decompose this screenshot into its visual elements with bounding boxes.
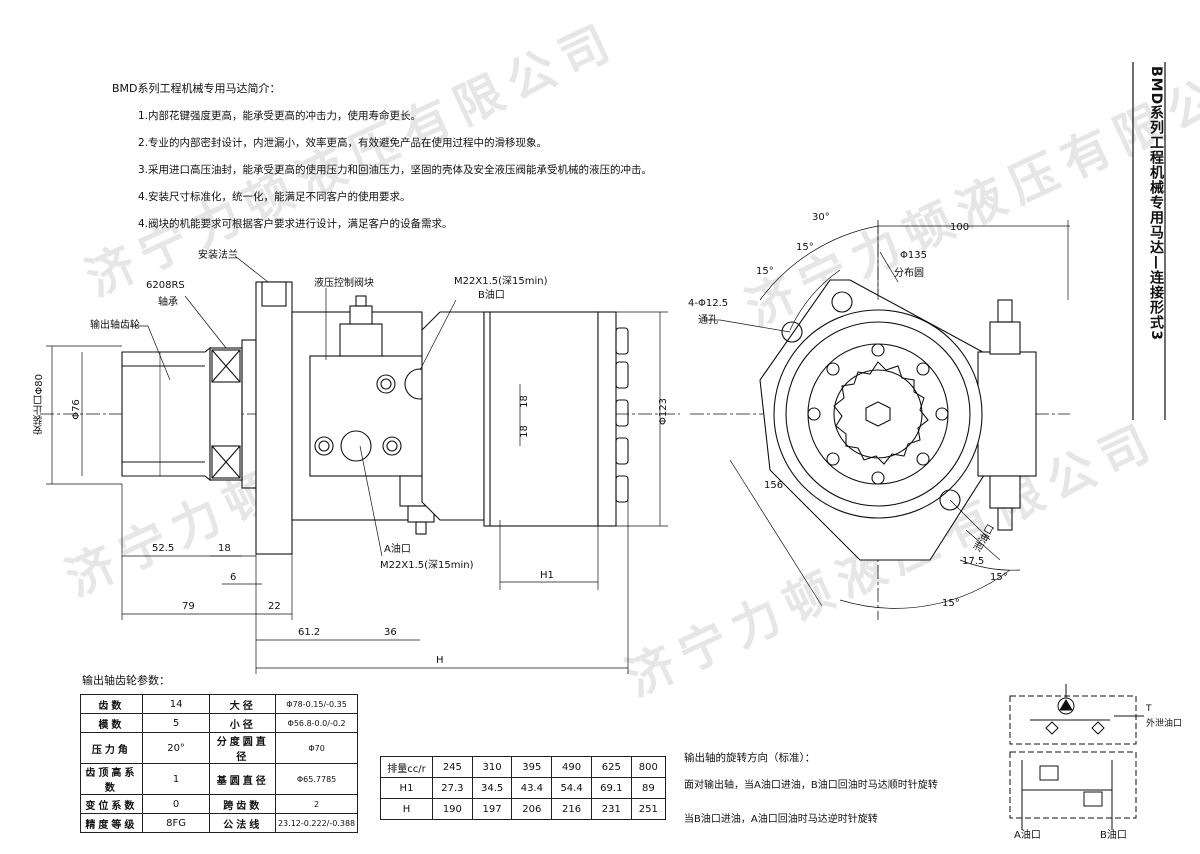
dim-36: 36: [384, 627, 397, 638]
param-name: 分度圆直径: [209, 732, 277, 764]
dim-h: H: [436, 655, 444, 666]
param-name: 齿顶高系数: [80, 763, 143, 795]
pcd-text-label: 分布圆: [894, 268, 924, 279]
rotation-line-1: 面对输出轴，当A油口进油，B油口回油时马达顺时针旋转: [684, 780, 938, 791]
mount-flange-label: 安装法兰: [198, 250, 238, 261]
dim-79: 79: [182, 601, 195, 612]
row-value: 231: [590, 798, 632, 820]
gear-table-title: 输出轴齿轮参数：: [82, 674, 170, 687]
param-value: 8FG: [141, 813, 211, 833]
dim-angle-15-bottom: 15°: [942, 598, 960, 609]
motor-body: [483, 311, 599, 527]
schematic-t-label: 外泄油口: [1146, 719, 1183, 729]
param-value: 23.12-0.222/-0.388: [275, 813, 358, 833]
mount-flange: [255, 281, 293, 555]
dim-angle-15-left: 15°: [756, 266, 774, 277]
dim-156: 156: [764, 480, 784, 491]
row-value: 800: [630, 756, 667, 778]
param-value: 20°: [141, 732, 211, 764]
b-port-label: B油口: [478, 290, 505, 301]
row-value: 251: [630, 798, 667, 820]
intro-item-2: 2.专业的内部密封设计，内泄漏小，效率更高，有效避免产品在使用过程中的滑移现象。: [138, 137, 548, 149]
intro-item-4: 4.安装尺寸标准化，统一化，能满足不同客户的使用要求。: [138, 191, 411, 203]
row-value: 216: [551, 798, 592, 820]
dim-17-5: 17.5: [962, 556, 985, 567]
a-port-thread-label: M22X1.5(深15min): [380, 560, 474, 571]
param-name: 基圆直径: [209, 763, 277, 795]
row-label: H: [380, 798, 433, 820]
param-value: Φ65.7785: [275, 763, 358, 795]
dim-angle-30: 30°: [812, 212, 830, 223]
dim-52-5: 52.5: [152, 543, 175, 554]
param-value: Φ70: [275, 732, 358, 764]
dim-h1: H1: [540, 570, 554, 581]
dim-angle-15-top: 15°: [796, 242, 814, 253]
intro-item-5: 4.阀块的机能要求可根据客户要求进行设计，满足客户的设备需求。: [138, 218, 453, 230]
intro-item-1: 1.内部花键强度更高，能承受更高的冲击力，使用寿命更长。: [138, 110, 422, 122]
valve-block-label: 液压控制阀块: [314, 278, 374, 289]
page-title: BMD系列工程机械专用马达—连接形式3: [1148, 66, 1164, 341]
param-name: 精度等级: [80, 813, 143, 833]
schematic-t-port: T: [1146, 704, 1152, 714]
dim-angle-15-right: 15°: [990, 572, 1008, 583]
dim-width-100: 100: [950, 222, 970, 233]
a-port-label: A油口: [384, 544, 411, 555]
param-value: 0: [141, 794, 211, 814]
dim-18: 18: [218, 543, 231, 554]
pcd-label: Φ135: [900, 250, 927, 261]
rotation-line-2: 当B油口进油，A油口回油时马达逆时针旋转: [684, 814, 878, 825]
bearing-code-label: 6208RS: [146, 280, 185, 291]
output-gear-label: 输出轴齿轮: [90, 320, 140, 331]
b-port-thread-label: M22X1.5(深15min): [454, 276, 548, 287]
row-value: 89: [630, 777, 667, 799]
param-name: 公法线: [209, 813, 277, 833]
schematic-b-port: B油口: [1100, 830, 1127, 841]
rotation-title: 输出轴的旋转方向（标准）：: [684, 752, 816, 764]
schematic-a-port: A油口: [1014, 830, 1041, 841]
dim-61-2: 61.2: [298, 627, 321, 638]
param-name: 压力角: [80, 732, 143, 764]
intro-item-3: 3.采用进口高压油封，能承受更高的使用压力和回油压力，坚固的壳体及安全液压阀能承…: [138, 164, 653, 176]
through-hole-label: 通孔: [698, 315, 718, 326]
holes-label: 4-Φ12.5: [688, 298, 729, 309]
dim-22: 22: [268, 601, 281, 612]
intro-title: BMD系列工程机械专用马达简介：: [112, 82, 281, 95]
bearing-label: 轴承: [158, 297, 178, 308]
param-value: 1: [141, 763, 211, 795]
dim-6: 6: [230, 572, 237, 583]
